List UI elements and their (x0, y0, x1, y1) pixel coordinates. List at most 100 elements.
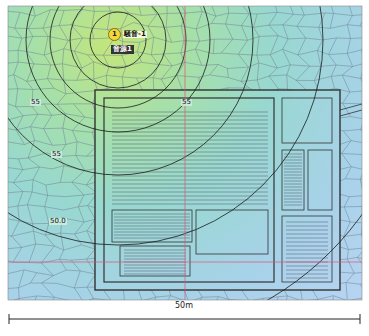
annex-room (112, 210, 192, 242)
noise-contour (8, 6, 362, 300)
paving-joint (278, 36, 288, 39)
floor-hatch (284, 184, 302, 185)
paving-joint (18, 38, 22, 50)
paving-joint (74, 103, 93, 104)
paving-joint (48, 196, 66, 197)
noise-contour (8, 6, 253, 175)
paving-joint (298, 50, 318, 54)
paving-joint (44, 103, 57, 104)
floor-hatch (286, 254, 328, 255)
paving-joint (41, 259, 59, 263)
paving-joint (46, 185, 48, 195)
paving-joint (92, 28, 108, 29)
paving-joint (347, 50, 361, 53)
paving-joint (59, 259, 66, 270)
noise-level-ground (8, 6, 362, 300)
paving-joint (18, 157, 28, 159)
paving-joint (330, 25, 347, 29)
paving-joint (8, 257, 13, 262)
paving-joint (228, 78, 241, 82)
noise-contour (26, 6, 210, 132)
paving-joint (63, 207, 78, 210)
paving-joint (77, 142, 96, 147)
floor-hatch (112, 188, 268, 189)
paving-joint (306, 38, 323, 40)
floor-hatch (112, 200, 268, 201)
paving-joint (213, 53, 221, 55)
annex-room (196, 210, 268, 254)
paving-joint (226, 13, 229, 24)
floor-hatch (284, 166, 302, 167)
paving-joint (257, 36, 259, 55)
paving-joint (330, 6, 333, 13)
paving-joint (74, 271, 80, 288)
paving-joint (106, 75, 122, 77)
paving-joint (123, 41, 140, 43)
paving-joint (82, 245, 95, 249)
paving-joint (334, 13, 353, 15)
floor-hatch (286, 222, 328, 223)
paving-joint (237, 6, 249, 14)
paving-joint (257, 12, 277, 14)
paving-joint (44, 55, 51, 65)
paving-joint (33, 88, 54, 89)
paving-joint (228, 87, 250, 88)
paving-joint (350, 91, 362, 92)
paving-joint (202, 64, 219, 66)
paving-joint (8, 50, 18, 52)
paving-joint (74, 288, 83, 300)
paving-joint (347, 259, 354, 273)
paving-joint (331, 75, 342, 76)
floor-hatch (112, 168, 268, 169)
paving-joint (63, 128, 73, 130)
paving-joint (277, 12, 293, 14)
paving-joint (66, 142, 77, 145)
paving-joint (64, 245, 82, 250)
paving-joint (347, 249, 348, 259)
paving-joint (41, 283, 54, 297)
paving-joint (44, 104, 52, 115)
paving-joint (20, 12, 35, 16)
paving-joint (221, 53, 238, 54)
paving-joint (121, 13, 129, 29)
paving-joint (269, 12, 277, 25)
paving-joint (149, 297, 155, 300)
floor-hatch (114, 238, 190, 239)
paving-joint (8, 62, 18, 64)
paving-joint (74, 51, 87, 55)
paving-joint (211, 23, 225, 25)
floor-hatch (286, 274, 328, 275)
side-building (282, 216, 332, 282)
floor-hatch (112, 176, 268, 177)
paving-joint (24, 270, 37, 273)
paving-joint (60, 182, 72, 183)
paving-joint (37, 273, 54, 276)
floor-hatch (112, 128, 268, 129)
paving-joint (166, 26, 181, 27)
paving-joint (330, 13, 333, 28)
paving-joint (74, 51, 82, 68)
paving-joint (33, 180, 46, 185)
paving-joint (196, 12, 202, 29)
paving-joint (8, 206, 18, 209)
paving-joint (53, 270, 66, 275)
scale-bar (9, 314, 360, 324)
floor-hatch (112, 140, 268, 141)
paving-joint (122, 76, 136, 78)
paving-joint (351, 167, 362, 170)
road-edge (340, 104, 362, 116)
floor-hatch (286, 226, 328, 227)
paving-joint (88, 206, 96, 220)
noise-contour (70, 6, 166, 88)
floor-hatch (284, 181, 302, 182)
paving-joint (346, 273, 354, 282)
paving-joint (226, 24, 242, 26)
paving-joint (72, 117, 84, 130)
paving-joint (297, 15, 304, 26)
paving-joint (227, 68, 228, 77)
paving-joint (158, 65, 172, 66)
paving-joint (195, 49, 213, 54)
paving-joint (226, 24, 233, 39)
floor-hatch (286, 258, 328, 259)
scale-tick (9, 314, 10, 324)
